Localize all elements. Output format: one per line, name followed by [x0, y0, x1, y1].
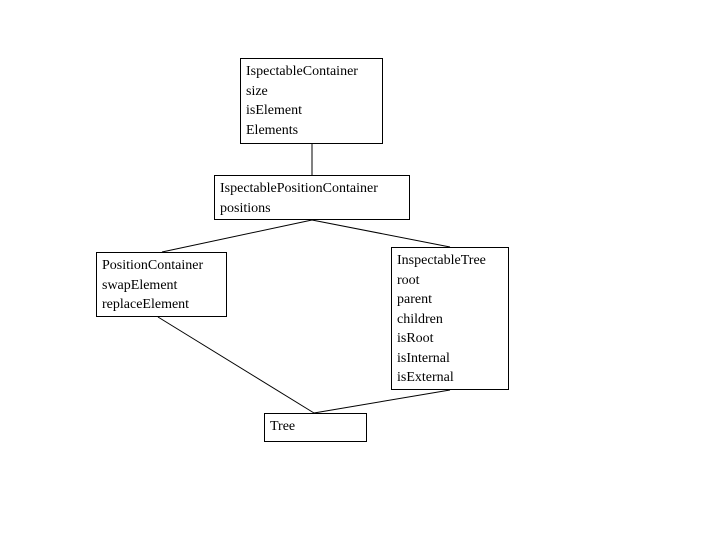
edge-ispectable-position-container-to-inspectable-tree — [311, 219, 451, 248]
node-title: PositionContainer — [102, 258, 204, 273]
node-title: IspectablePositionContainer — [220, 181, 378, 196]
node-member: root — [397, 272, 420, 288]
node-member: isRoot — [397, 331, 434, 346]
node-member: isExternal — [397, 370, 454, 385]
node-tree: Tree — [264, 413, 367, 442]
node-member: swapElement — [102, 277, 178, 293]
node-member: isInternal — [397, 350, 450, 366]
node-member: replaceElement — [102, 297, 190, 312]
edge-inspectable-tree-to-tree — [313, 389, 451, 414]
node-title: InspectableTree — [397, 253, 486, 268]
node-member: parent — [397, 292, 432, 307]
edge-position-container-to-tree — [157, 316, 315, 414]
node-ispectable-container: IspectableContainer size isElement Eleme… — [240, 58, 383, 144]
edge-ispectable-position-container-to-position-container — [161, 219, 313, 253]
node-title: IspectableContainer — [246, 64, 358, 79]
node-member: children — [397, 311, 443, 327]
node-position-container: PositionContainer swapElement replaceEle… — [96, 252, 227, 317]
node-ispectable-position-container: IspectablePositionContainer positions — [214, 175, 410, 220]
node-member: Elements — [246, 122, 299, 138]
node-member: size — [246, 83, 268, 99]
node-title: Tree — [270, 419, 296, 434]
node-inspectable-tree: InspectableTree root parent children isR… — [391, 247, 509, 390]
node-member: isElement — [246, 103, 302, 118]
node-member: positions — [220, 200, 271, 216]
